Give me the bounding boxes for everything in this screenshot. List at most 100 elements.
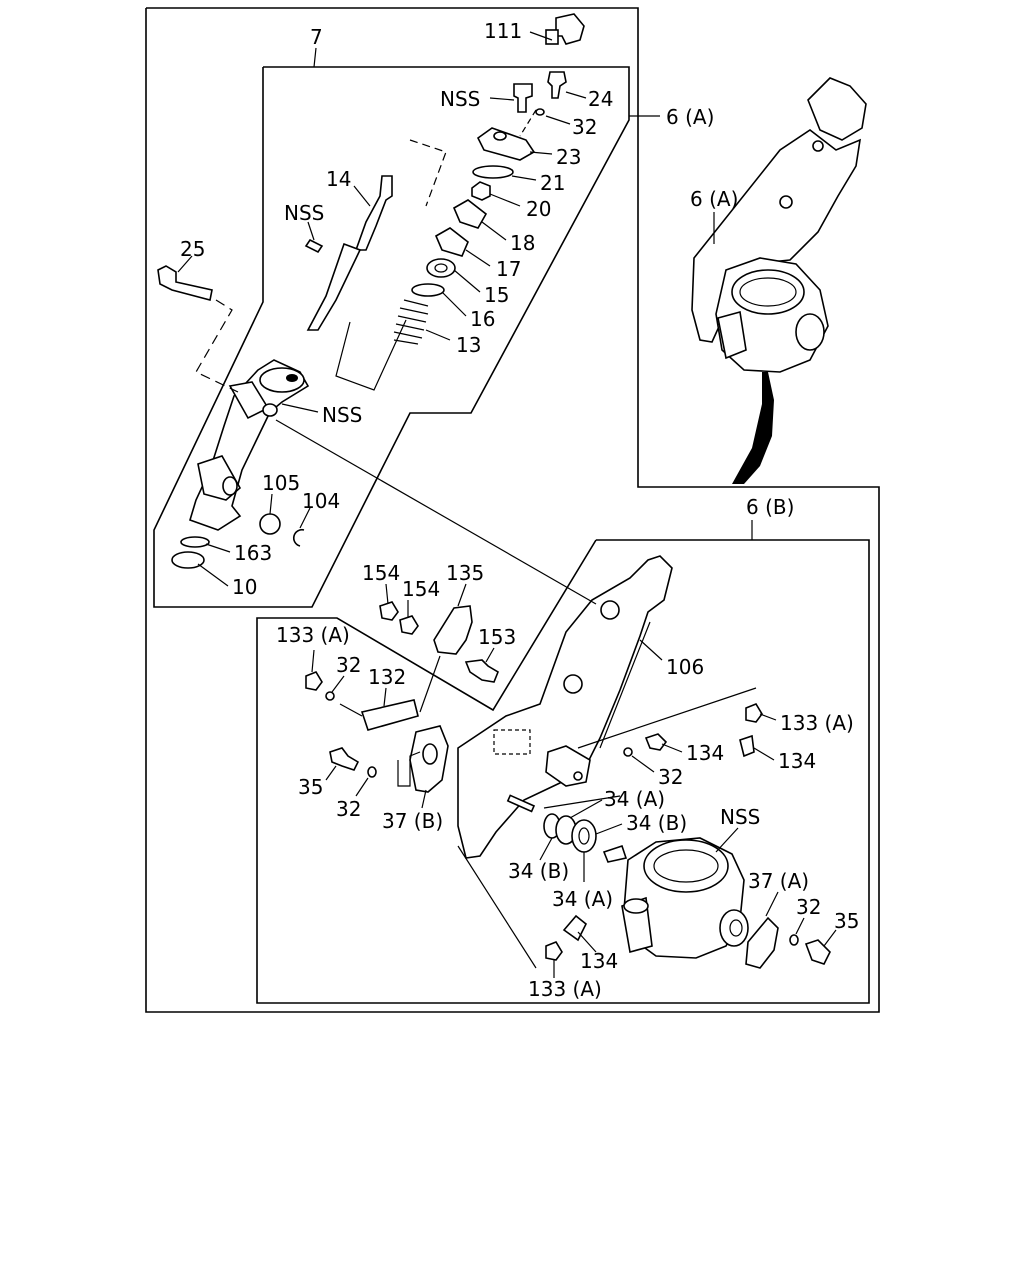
link-clamp-gasket [419, 655, 441, 713]
callout-labels: 111 NSS 24 32 23 21 20 18 17 15 16 13 14… [180, 19, 859, 1001]
link-cylinder-to-bracket [275, 419, 597, 605]
outer-frame [145, 7, 880, 1013]
label-37a: 37 (A) [748, 869, 809, 893]
ring-163 [180, 536, 210, 548]
leader-21 [511, 175, 537, 181]
cylinder-top-face [259, 367, 305, 393]
leader-14 [353, 185, 371, 207]
diagram-frames [145, 7, 880, 1013]
ring-16 [411, 283, 445, 297]
throttle-boss-6a [717, 310, 747, 360]
nut-133a-right [745, 703, 763, 723]
leader-15 [453, 269, 481, 293]
leader-18 [481, 221, 507, 241]
guide-line-top [519, 109, 537, 137]
label-134-r1: 134 [686, 741, 724, 765]
leader-13 [425, 329, 451, 341]
washer-32-lower-left [367, 766, 377, 778]
label-32-ll: 32 [336, 797, 361, 821]
leader-154a [385, 583, 389, 605]
label-106: 106 [666, 655, 704, 679]
leader-32-l [331, 675, 345, 693]
leader-16 [441, 291, 467, 317]
bracket-hole-top [600, 600, 620, 620]
guide-line-rod [409, 139, 447, 207]
slave-cylinder-assembly [157, 13, 585, 569]
cap-hole [493, 131, 507, 141]
leader-34b-r [595, 823, 623, 835]
label-153: 153 [478, 625, 516, 649]
label-135: 135 [446, 561, 484, 585]
label-32-br: 32 [796, 895, 821, 919]
leader-17 [465, 249, 491, 267]
seal-15-inner [434, 263, 448, 273]
label-nss-body: NSS [322, 403, 362, 427]
label-105: 105 [262, 471, 300, 495]
leader-nss-throttle [715, 827, 739, 853]
label-132: 132 [368, 665, 406, 689]
label-nss-top: NSS [440, 87, 480, 111]
leader-34a-top [569, 799, 603, 819]
label-154b: 154 [402, 577, 440, 601]
cylinder-top-hole [286, 374, 298, 382]
side-port-hole [222, 476, 238, 496]
spring-13 [393, 299, 429, 345]
leader-32-ll [355, 777, 369, 797]
fitting-6a [807, 77, 867, 141]
throttle-boss-top [623, 898, 649, 914]
label-18: 18 [510, 231, 535, 255]
label-23: 23 [556, 145, 581, 169]
bracket-rib [599, 621, 651, 749]
throttle-port-hole [729, 919, 743, 937]
bolt-134-right-a [644, 733, 668, 751]
label-34b-l: 34 (B) [508, 859, 569, 883]
label-104: 104 [302, 489, 340, 513]
nut-20 [471, 181, 491, 201]
clip-104 [292, 528, 305, 547]
label-133a-b: 133 (A) [528, 977, 602, 1001]
label-6a-img: 6 (A) [690, 187, 738, 211]
label-6b: 6 (B) [746, 495, 794, 519]
washer-32-top [535, 108, 545, 116]
nut-154-a [379, 601, 399, 621]
bracket-hole-1 [812, 140, 824, 152]
label-nss-pin: NSS [284, 201, 324, 225]
leader-34b-l [539, 837, 553, 861]
plug-105 [259, 513, 281, 535]
guide-line-bolt [195, 299, 239, 393]
label-37b: 37 (B) [382, 809, 443, 833]
link-right-2 [543, 795, 621, 809]
link-left-zigzag [397, 751, 421, 787]
label-163: 163 [234, 541, 272, 565]
gasket-37a [745, 916, 779, 969]
label-15: 15 [484, 283, 509, 307]
link-lower-left [457, 845, 537, 969]
group-6b-frame [256, 539, 870, 1004]
nut-133a-bottom [545, 941, 563, 961]
leader-20 [489, 193, 521, 207]
leader-7 [313, 47, 317, 68]
label-21: 21 [540, 171, 565, 195]
indicator-arrow [732, 372, 774, 484]
pin-nss [304, 238, 324, 254]
throttle-port [719, 909, 749, 947]
boss-hole [262, 403, 278, 417]
link-132-133 [339, 703, 363, 717]
push-rod-14 [354, 175, 393, 251]
label-34a-bot: 34 (A) [552, 887, 613, 911]
leader-32-r [631, 755, 655, 773]
label-nss-throttle: NSS [720, 805, 760, 829]
bolt-134-right-b [739, 734, 755, 758]
leader-37b [421, 789, 427, 809]
group-7-frame [153, 66, 630, 608]
throttle-bore [643, 839, 729, 893]
washer-32-bottom-right [789, 934, 799, 946]
nut-154-b [399, 615, 419, 635]
label-35-l: 35 [298, 775, 323, 799]
elbow-stem [545, 29, 559, 45]
plate-132 [360, 699, 419, 731]
leader-10 [197, 563, 229, 587]
label-17: 17 [496, 257, 521, 281]
leader-134-r1 [661, 743, 683, 753]
throttle-body-small-view [691, 77, 867, 484]
